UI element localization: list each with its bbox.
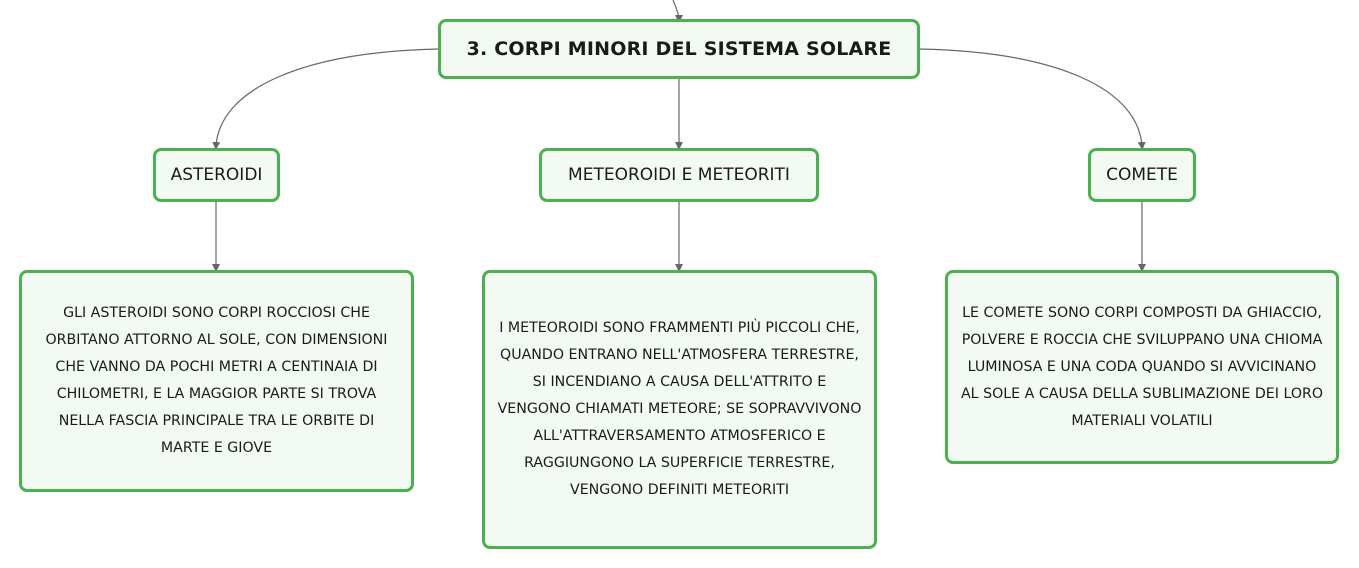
description-node-meteoroidi[interactable]: I METEOROIDI SONO FRAMMENTI PIÙ PICCOLI … <box>482 270 877 549</box>
description-text-comete: LE COMETE SONO CORPI COMPOSTI DA GHIACCI… <box>960 304 1324 429</box>
central-topic-label: 3. CORPI MINORI DEL SISTEMA SOLARE <box>466 38 892 60</box>
connector-parent-to-root <box>672 0 683 23</box>
topic-node-asteroidi[interactable]: ASTEROIDI <box>153 148 280 202</box>
description-text-meteoroidi: I METEOROIDI SONO FRAMMENTI PIÙ PICCOLI … <box>497 320 862 498</box>
connector-root-to-asteroidi <box>212 48 439 150</box>
topic-label-comete: COMETE <box>1106 165 1178 185</box>
central-topic-node[interactable]: 3. CORPI MINORI DEL SISTEMA SOLARE <box>438 19 920 79</box>
topic-label-asteroidi: ASTEROIDI <box>170 165 263 185</box>
topic-label-meteoroidi: METEOROIDI E METEORITI <box>568 165 790 185</box>
description-text-asteroidi: GLI ASTEROIDI SONO CORPI ROCCIOSI CHE OR… <box>45 305 388 456</box>
topic-node-comete[interactable]: COMETE <box>1088 148 1196 202</box>
description-node-asteroidi[interactable]: GLI ASTEROIDI SONO CORPI ROCCIOSI CHE OR… <box>19 270 414 492</box>
connector-root-to-comete <box>919 48 1146 150</box>
topic-node-meteoroidi[interactable]: METEOROIDI E METEORITI <box>539 148 819 202</box>
description-node-comete[interactable]: LE COMETE SONO CORPI COMPOSTI DA GHIACCI… <box>945 270 1339 464</box>
